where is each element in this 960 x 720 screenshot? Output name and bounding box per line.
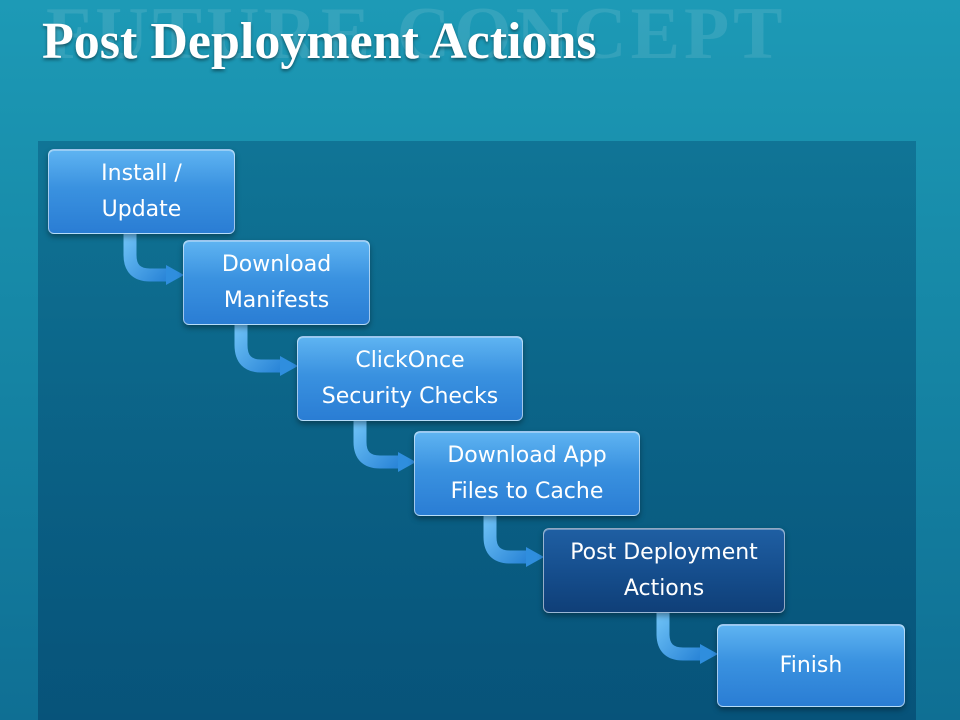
diagram-panel: [38, 141, 916, 720]
connector-arrowhead-5: [700, 644, 718, 664]
step-download-app-files: Download App Files to Cache: [414, 431, 640, 516]
step-clickonce-security-checks: ClickOnce Security Checks: [297, 336, 523, 421]
connector-arrow-2: [234, 325, 282, 373]
step-label: Post Deployment Actions: [570, 539, 758, 601]
step-download-manifests: Download Manifests: [183, 240, 370, 325]
connector-arrowhead-3: [398, 452, 416, 472]
step-install-update: Install / Update: [48, 149, 235, 234]
connector-arrow-3: [353, 421, 400, 469]
connector-arrowhead-2: [280, 356, 298, 376]
connector-arrow-4: [483, 516, 528, 564]
step-label: Finish: [779, 652, 843, 678]
background-watermark: FUTURE CONCEPT: [46, 0, 787, 72]
step-finish: Finish: [717, 624, 905, 707]
connector-arrow-5: [656, 613, 702, 661]
step-label: Download Manifests: [221, 251, 332, 313]
connector-arrowhead-1: [166, 265, 184, 285]
step-label: Download App Files to Cache: [447, 442, 607, 504]
step-post-deployment-actions: Post Deployment Actions: [543, 528, 785, 613]
connector-arrowhead-4: [526, 547, 544, 567]
step-label: Install / Update: [101, 160, 182, 222]
connector-arrow-1: [123, 234, 168, 282]
slide-title: Post Deployment Actions: [42, 13, 597, 70]
step-label: ClickOnce Security Checks: [321, 347, 499, 409]
